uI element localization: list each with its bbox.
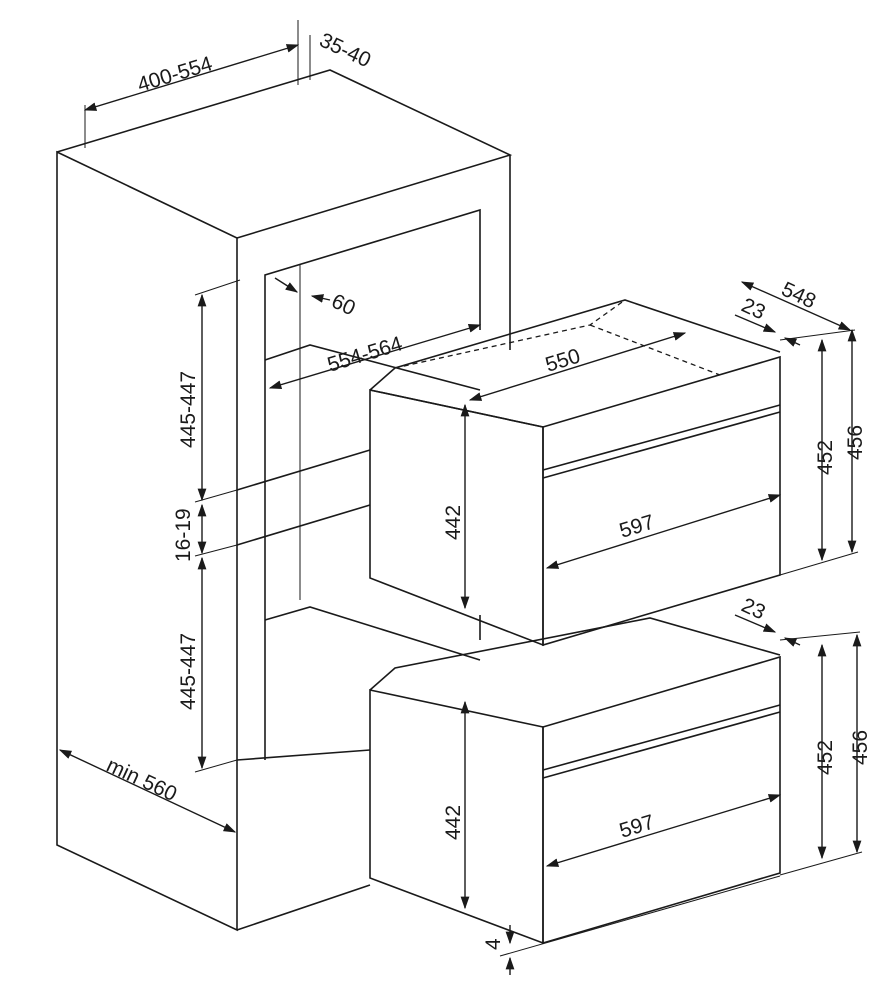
label-lower-niche: 445-447 — [177, 633, 200, 710]
cabinet-side-face — [56, 150, 238, 932]
oven-upper-hidden-edge-2 — [589, 324, 721, 376]
label-front-offset-lower: 23 — [738, 594, 769, 625]
dim-front-offset — [734, 314, 777, 333]
lower-niche-base — [236, 749, 371, 761]
dim-front-offset-lower — [734, 614, 777, 633]
label-upper-niche: 445-447 — [177, 371, 200, 448]
label-back-depth: 60 — [328, 290, 359, 321]
ext-line — [194, 279, 241, 296]
label-body-depth: 550 — [543, 345, 583, 377]
ext-line — [499, 875, 781, 957]
ext-line — [194, 544, 238, 557]
shelf-top — [236, 449, 371, 491]
cabinet — [56, 69, 513, 932]
label-front-height-lower: 452 — [814, 740, 837, 775]
ext-line — [194, 489, 238, 503]
label-width-range: 400-554 — [135, 52, 216, 97]
label-total-depth: 548 — [778, 278, 819, 314]
oven-lower-front — [542, 655, 781, 945]
lower-niche-floor — [264, 606, 481, 661]
ext-line — [779, 851, 863, 876]
label-body-height-upper: 442 — [442, 505, 465, 540]
oven-lower — [369, 617, 781, 945]
cabinet-opening — [264, 208, 481, 760]
label-front-offset-upper: 23 — [738, 294, 769, 325]
ext-line — [779, 631, 861, 641]
dim-back-depth — [274, 277, 299, 293]
shelf-bottom — [236, 504, 371, 546]
dim-inner-width — [268, 324, 482, 389]
oven-upper-door-line — [542, 411, 781, 479]
label-width-upper: 597 — [617, 511, 657, 543]
label-total-height-lower: 456 — [849, 730, 872, 765]
oven-lower-door-line — [542, 711, 781, 779]
label-body-height-lower: 442 — [442, 805, 465, 840]
dim-width-upper — [545, 494, 782, 569]
dim-body-depth — [468, 332, 687, 401]
oven-lower-panel-line — [542, 704, 781, 771]
ext-line — [779, 551, 859, 576]
oven-upper-top-front — [369, 389, 544, 428]
dim-width-range — [83, 44, 300, 111]
label-shelf-thickness: 16-19 — [172, 508, 195, 562]
dim-total-depth — [740, 281, 852, 331]
dim-back-depth-2 — [310, 294, 331, 303]
ext-line — [779, 329, 856, 341]
oven-upper-panel-line — [542, 404, 781, 471]
cabinet-bottom-edge — [236, 884, 371, 931]
label-width-lower: 597 — [617, 811, 657, 843]
label-rear-gap: 35-40 — [316, 29, 374, 73]
cabinet-top — [56, 69, 513, 239]
dim-min-depth — [58, 749, 237, 833]
label-min-depth: min 560 — [103, 754, 180, 806]
oven-lower-top — [369, 617, 781, 691]
label-total-height-upper: 456 — [844, 425, 867, 460]
label-bottom-gap: 4 — [482, 938, 505, 950]
dim-width-lower — [545, 794, 782, 867]
label-front-height-upper: 452 — [814, 440, 837, 475]
